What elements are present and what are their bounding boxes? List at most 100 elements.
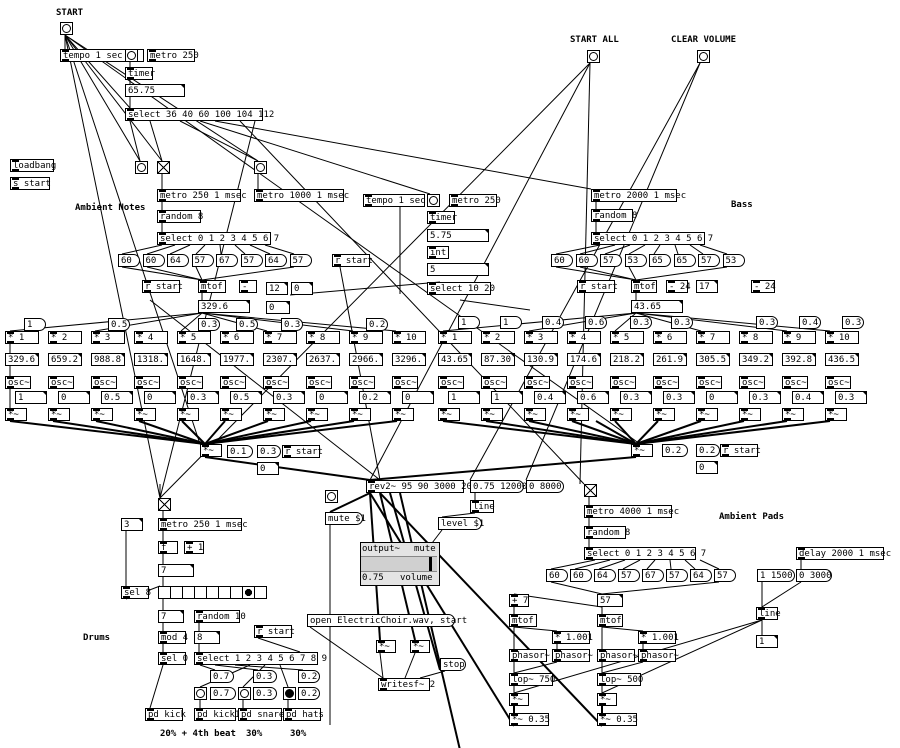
- drums-msg-0-7-b[interactable]: 0.7: [210, 687, 236, 700]
- pads-lop-a[interactable]: lop~ 750: [509, 673, 555, 686]
- notes-partial-sig-mult[interactable]: *~: [5, 408, 27, 421]
- pads-metro[interactable]: metro 4000 1 msec: [584, 505, 679, 518]
- pads-mult-b[interactable]: * 1.001: [638, 631, 679, 644]
- bass-partial-osc[interactable]: osc~: [567, 376, 593, 389]
- notes-note-message[interactable]: 57: [191, 254, 214, 267]
- bass-partial-frequency[interactable]: 174.6: [567, 353, 601, 366]
- drums-toggle[interactable]: [158, 498, 171, 511]
- tempo-object[interactable]: tempo 1 sec: [60, 49, 144, 62]
- notes-zero-number-b[interactable]: 0: [266, 301, 290, 314]
- notes-partial-sig-mult[interactable]: *~: [48, 408, 70, 421]
- notes-partial-amplitude[interactable]: 0: [144, 391, 176, 404]
- bass-metro[interactable]: metro 2000 1 msec: [591, 189, 686, 202]
- bass-amp-message[interactable]: 0.3: [756, 316, 778, 329]
- bass-partial-mult[interactable]: * 8: [739, 331, 773, 344]
- tempo-b-time-number[interactable]: 5.75: [427, 229, 489, 242]
- pd-snare-object[interactable]: pd snare: [238, 708, 284, 721]
- bass-note-message[interactable]: 57: [600, 254, 622, 267]
- bass-partial-frequency[interactable]: 305.5: [696, 353, 730, 366]
- bass-partial-amplitude[interactable]: 0.3: [835, 391, 867, 404]
- notes-frequency-number[interactable]: 329.6: [198, 300, 250, 313]
- mute-bang[interactable]: [325, 490, 338, 503]
- bass-receive-start[interactable]: r start: [577, 280, 618, 293]
- notes-partial-osc[interactable]: osc~: [263, 376, 289, 389]
- pads-phasor-a2[interactable]: phasor~: [552, 649, 593, 662]
- tempo-b-select[interactable]: select 10 20: [427, 282, 495, 295]
- volume-ramp-message[interactable]: 0.75 12000: [470, 480, 527, 493]
- notes-amp-message[interactable]: 0.5: [236, 318, 258, 331]
- bass-amp-message[interactable]: 1: [458, 316, 480, 329]
- notes-partial-mult[interactable]: * 5: [177, 331, 211, 344]
- pads-delay[interactable]: delay 2000 1 msec: [796, 547, 891, 560]
- bass-minus-b[interactable]: - 24: [751, 280, 776, 293]
- bass-partial-osc[interactable]: osc~: [481, 376, 507, 389]
- notes-offset-number[interactable]: 12: [266, 282, 288, 295]
- bass-partial-osc[interactable]: osc~: [524, 376, 550, 389]
- pads-select[interactable]: select 0 1 2 3 4 5 6 7: [584, 547, 706, 560]
- notes-partial-mult[interactable]: * 6: [220, 331, 254, 344]
- bass-receive-start-b[interactable]: r start: [720, 444, 761, 457]
- bass-partial-amplitude[interactable]: 1: [448, 391, 480, 404]
- notes-amp-message[interactable]: 0.5: [108, 318, 130, 331]
- pads-line[interactable]: line: [756, 607, 781, 620]
- bass-amp-message[interactable]: 0.4: [542, 316, 564, 329]
- drums-three-number[interactable]: 3: [121, 518, 143, 531]
- loadbang-object[interactable]: loadbang: [10, 159, 56, 172]
- notes-gain-message-b[interactable]: 0.3: [257, 445, 281, 458]
- select-times-object[interactable]: select 36 40 60 100 104 112: [125, 108, 274, 121]
- notes-partial-amplitude[interactable]: 1: [15, 391, 47, 404]
- stop-message[interactable]: stop: [440, 658, 466, 671]
- notes-receive-start-c[interactable]: r start: [282, 445, 323, 458]
- notes-partial-sig-mult[interactable]: *~: [91, 408, 113, 421]
- clear-volume-bang[interactable]: [697, 50, 710, 63]
- drums-counter-float[interactable]: f: [158, 541, 178, 554]
- pd-kick-object[interactable]: pd kick: [145, 708, 186, 721]
- hats-bang[interactable]: [283, 687, 296, 700]
- notes-partial-frequency[interactable]: 1648.: [177, 353, 211, 366]
- notes-partial-sig-mult[interactable]: *~: [177, 408, 199, 421]
- bass-partial-amplitude[interactable]: 0.4: [534, 391, 566, 404]
- bass-partial-mult[interactable]: * 5: [610, 331, 644, 344]
- notes-minus[interactable]: -: [239, 280, 257, 293]
- notes-select[interactable]: select 0 1 2 3 4 5 6 7: [157, 232, 279, 245]
- bass-partial-mult[interactable]: * 10: [825, 331, 859, 344]
- bass-partial-osc[interactable]: osc~: [782, 376, 808, 389]
- bass-partial-amplitude[interactable]: 0.6: [577, 391, 609, 404]
- record-mult-b[interactable]: *~: [410, 640, 430, 653]
- notes-partial-mult[interactable]: * 10: [392, 331, 426, 344]
- notes-note-message[interactable]: 60: [142, 254, 165, 267]
- bass-note-message[interactable]: 57: [698, 254, 720, 267]
- notes-note-message[interactable]: 67: [216, 254, 238, 267]
- notes-note-message[interactable]: 60: [118, 254, 140, 267]
- writesf-object[interactable]: writesf~ 2: [378, 678, 435, 691]
- notes-toggle[interactable]: [157, 161, 170, 174]
- pads-line-number[interactable]: 1: [756, 635, 778, 648]
- notes-random[interactable]: random 8: [157, 210, 203, 223]
- notes-partial-frequency[interactable]: 659.2: [48, 353, 82, 366]
- notes-partial-mult[interactable]: * 1: [5, 331, 39, 344]
- record-mult-a[interactable]: *~: [376, 640, 396, 653]
- notes-partial-mult[interactable]: * 2: [48, 331, 82, 344]
- mute-message[interactable]: mute $1: [325, 512, 366, 525]
- pads-out-b[interactable]: *~ 0.35: [597, 713, 638, 726]
- bass-select[interactable]: select 0 1 2 3 4 5 6 7: [591, 232, 713, 245]
- pads-zero-message[interactable]: 0 3000: [796, 569, 832, 582]
- bass-partial-sig-mult[interactable]: *~: [524, 408, 546, 421]
- bass-partial-frequency[interactable]: 392.8: [782, 353, 816, 366]
- bass-partial-mult[interactable]: * 9: [782, 331, 816, 344]
- notes-bang-b[interactable]: [254, 161, 267, 174]
- notes-partial-sig-mult[interactable]: *~: [392, 408, 414, 421]
- pd-kick1-object[interactable]: pd kick1: [194, 708, 240, 721]
- bass-mtof[interactable]: mtof: [631, 280, 657, 293]
- notes-amp-message[interactable]: 1: [24, 318, 46, 331]
- drums-sel-8[interactable]: sel 8: [121, 586, 151, 599]
- pads-note-message[interactable]: 64: [594, 569, 616, 582]
- notes-partial-osc[interactable]: osc~: [177, 376, 203, 389]
- drums-receive-start[interactable]: r start: [254, 625, 295, 638]
- bass-note-message[interactable]: 53: [722, 254, 745, 267]
- notes-master-mult[interactable]: *~: [200, 444, 222, 457]
- drums-step-radio[interactable]: [158, 586, 267, 599]
- open-file-message[interactable]: open ElectricChoir.wav, start: [307, 614, 467, 627]
- pads-phasor-b1[interactable]: phasor~: [597, 649, 638, 662]
- pads-phasor-a1[interactable]: phasor~: [509, 649, 550, 662]
